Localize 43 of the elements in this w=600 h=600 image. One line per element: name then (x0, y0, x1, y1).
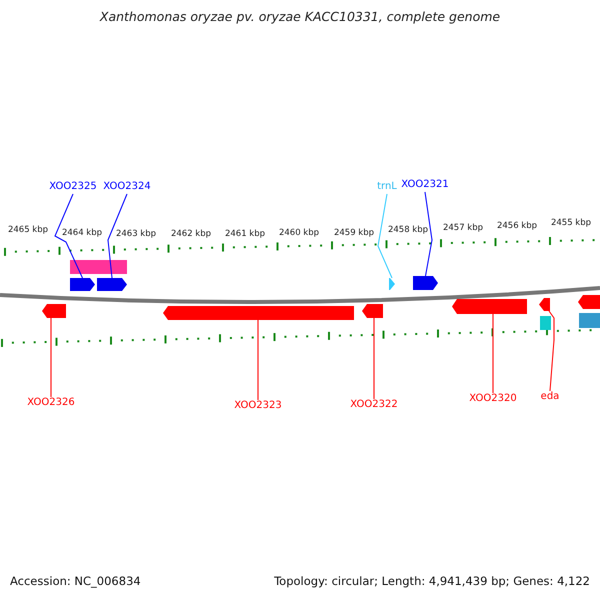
scale-label: 2464 kbp (62, 229, 102, 238)
scale-label: 2457 kbp (442, 224, 484, 232)
gene-label: XOO2326 (27, 398, 75, 408)
gene-bar (579, 313, 600, 328)
leader-line (548, 310, 554, 392)
scale-label: 2460 kbp (278, 229, 320, 238)
scale-label: 2456 kbp (496, 222, 538, 230)
gene-feature (413, 276, 438, 290)
gene-feature (362, 304, 383, 318)
scale-label: 2461 kbp (224, 230, 266, 238)
gene-feature (452, 299, 527, 314)
scale-label: 2462 kbp (170, 230, 212, 238)
gene-bar (540, 316, 551, 330)
gene-feature (539, 298, 550, 311)
gene-feature (163, 306, 354, 320)
gene-label: XOO2320 (469, 394, 517, 404)
leader-line (107, 194, 128, 278)
scale-label: 2458 kbp (388, 226, 428, 234)
gene-label: XOO2321 (401, 180, 449, 190)
leader-line (424, 192, 432, 276)
scale-label: 2459 kbp (334, 229, 374, 238)
gene-feature (42, 304, 66, 318)
gene-label: XOO2324 (103, 182, 151, 192)
scale-label: 2455 kbp (550, 219, 592, 228)
gene-feature (97, 278, 127, 291)
accession-text: Accession: NC_006834 (10, 576, 141, 588)
leader-line (377, 194, 392, 278)
leader-line (50, 318, 52, 398)
gene-feature (389, 278, 395, 290)
gene-label: trnL (377, 182, 397, 192)
scale-label: 2463 kbp (116, 230, 156, 238)
gene-label: XOO2322 (350, 400, 398, 410)
gene-feature (578, 295, 600, 309)
leader-line (54, 194, 83, 278)
title: Xanthomonas oryzae pv. oryzae KACC10331, complete genome (100, 11, 500, 24)
gene-label: XOO2323 (234, 401, 282, 411)
gene-bar (70, 260, 127, 274)
gene-feature (70, 278, 95, 291)
gene-label: XOO2325 (49, 182, 97, 192)
scale-label: 2465 kbp (8, 226, 48, 234)
leader-line (492, 314, 494, 394)
gene-label: eda (540, 392, 560, 402)
genome-summary-text: Topology: circular; Length: 4,941,439 bp; Genes: 4,122 (274, 576, 590, 588)
